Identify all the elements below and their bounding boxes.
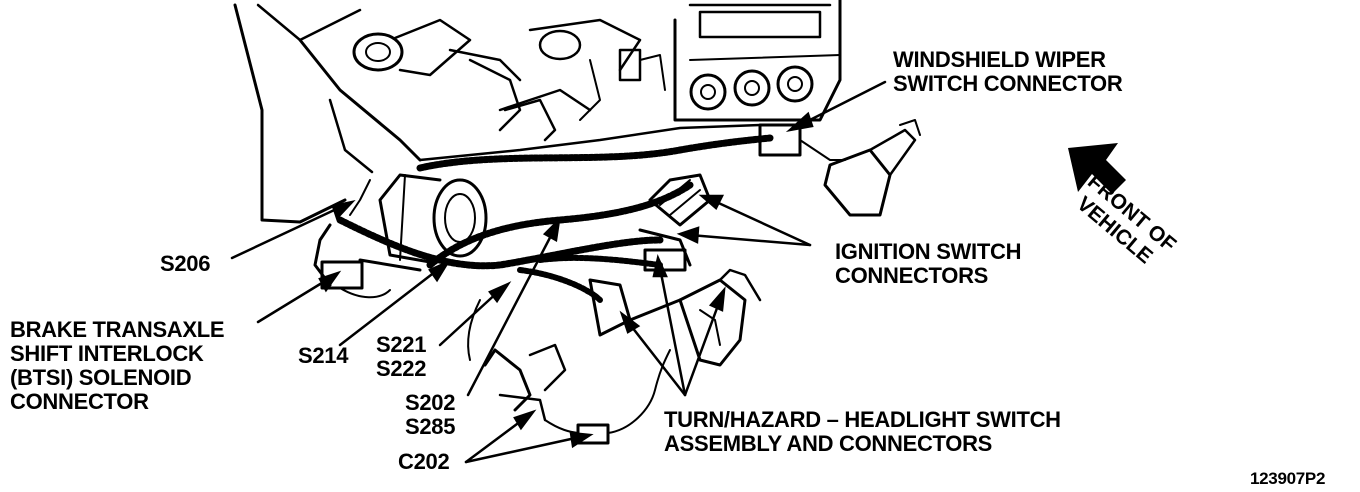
turn-hazard-label: TURN/HAZARD – HEADLIGHT SWITCH ASSEMBLY … [664, 408, 1061, 456]
turn-hazard-line-2: ASSEMBLY AND CONNECTORS [664, 431, 993, 456]
ignition-switch-line-1: IGNITION SWITCH [835, 239, 1022, 264]
figure-id: 123907P2 [1250, 469, 1326, 488]
btsi-line-4: CONNECTOR [10, 389, 149, 414]
s202-text: S202 [405, 390, 456, 415]
btsi-line-2: SHIFT INTERLOCK [10, 341, 204, 366]
btsi-label: BRAKE TRANSAXLE SHIFT INTERLOCK (BTSI) S… [10, 317, 225, 414]
s214-label: S214 [298, 343, 349, 368]
btsi-line-1: BRAKE TRANSAXLE [10, 317, 225, 342]
c202-label: C202 [398, 449, 450, 474]
windshield-wiper-label: WINDSHIELD WIPER SWITCH CONNECTOR [893, 47, 1123, 96]
windshield-wiper-line-2: SWITCH CONNECTOR [893, 71, 1123, 96]
ignition-switch-line-2: CONNECTORS [835, 263, 989, 288]
s206-label: S206 [160, 251, 211, 276]
front-arrow-icon [1068, 143, 1126, 194]
s202-s285-label: S202 S285 [405, 391, 455, 439]
ignition-switch-label: IGNITION SWITCH CONNECTORS [835, 240, 1021, 288]
btsi-line-3: (BTSI) SOLENOID [10, 365, 192, 390]
s285-text: S285 [405, 414, 456, 439]
s222-text: S222 [376, 356, 427, 381]
turn-hazard-line-1: TURN/HAZARD – HEADLIGHT SWITCH [664, 407, 1061, 432]
windshield-wiper-line-1: WINDSHIELD WIPER [893, 47, 1106, 72]
s221-s222-label: S221 S222 [376, 333, 426, 381]
s221-text: S221 [376, 332, 427, 357]
